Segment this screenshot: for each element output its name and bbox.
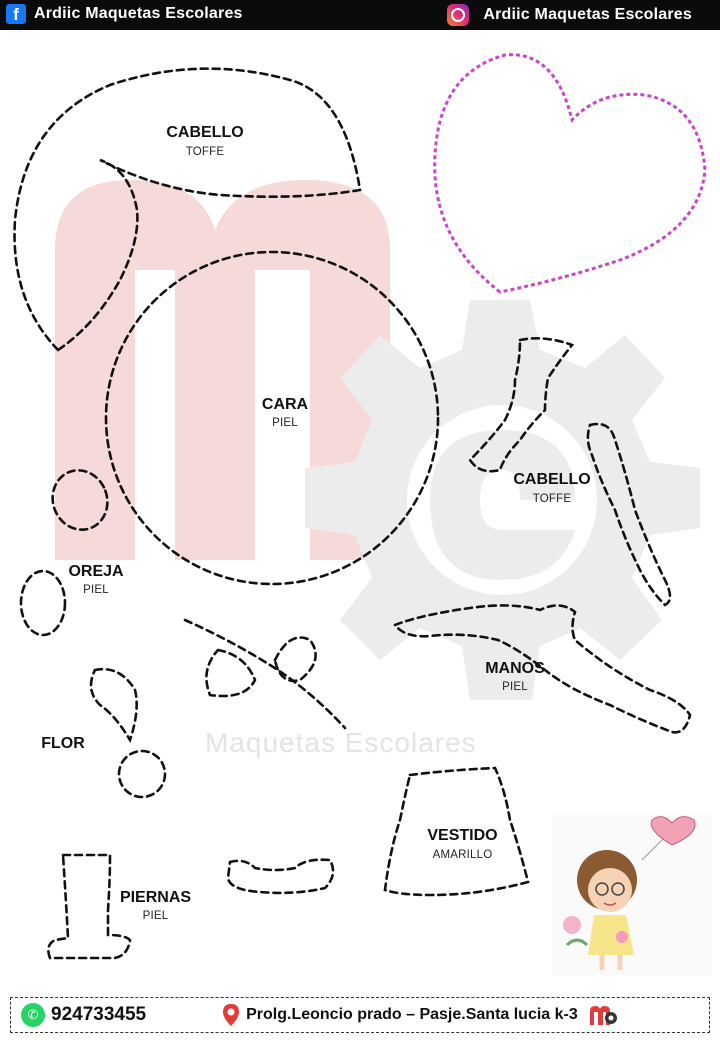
piernas-piece — [47, 853, 132, 960]
instagram-page-name: Ardiic Maquetas Escolares — [483, 6, 692, 23]
whatsapp-icon[interactable]: ✆ — [21, 1003, 45, 1027]
cabello-2-material: TOFFE — [532, 493, 572, 505]
cara-piece — [104, 250, 440, 586]
oreja-material: PIEL — [83, 584, 109, 596]
flor-petal — [89, 667, 138, 744]
cabello-piece-1 — [13, 67, 362, 352]
instagram-icon — [447, 4, 470, 26]
header-bar: f Ardiic Maquetas Escolares Ardiic Maque… — [0, 0, 720, 30]
cara-material: PIEL — [272, 417, 298, 429]
cabello-piece-2b — [586, 422, 672, 607]
flor-leaf-1 — [205, 648, 257, 698]
location-pin-icon — [223, 1004, 240, 1026]
vestido-material: AMARILLO — [432, 849, 493, 861]
facebook-brand[interactable]: f Ardiic Maquetas Escolares — [6, 4, 243, 24]
manos-label: MANOS — [485, 660, 545, 677]
watermark-logo — [55, 180, 700, 700]
instagram-brand[interactable]: Ardiic Maquetas Escolares — [447, 4, 692, 26]
template-canvas — [13, 53, 707, 960]
flor-stem — [183, 618, 347, 730]
contact-footer: ✆ 924733455 Prolg.Leoncio prado – Pasje.… — [10, 997, 710, 1033]
cara-label: CARA — [261, 396, 309, 413]
phone-number[interactable]: 924733455 — [51, 1004, 147, 1025]
flor-center — [117, 749, 167, 799]
oreja-piece-2 — [19, 569, 67, 637]
brand-logo-icon — [589, 1006, 617, 1025]
manos-piece — [392, 604, 692, 734]
vestido-piece — [383, 766, 530, 897]
flor-label: FLOR — [41, 735, 85, 752]
zapato-piece — [226, 858, 335, 895]
facebook-page-name: Ardiic Maquetas Escolares — [34, 5, 243, 22]
oreja-piece-1 — [51, 469, 109, 531]
cabello-piece-2a — [468, 337, 575, 473]
cabello-1-label: CABELLO — [166, 124, 244, 141]
oreja-label: OREJA — [68, 563, 124, 580]
cabello-1-material: TOFFE — [185, 146, 225, 158]
vestido-label: VESTIDO — [427, 827, 498, 844]
piernas-material: PIEL — [142, 910, 169, 922]
manos-material: PIEL — [502, 681, 528, 693]
facebook-icon: f — [6, 4, 26, 24]
watermark-text: Maquetas Escolares — [205, 727, 477, 758]
girl-illustration — [552, 815, 712, 975]
heart-piece — [433, 53, 707, 294]
address-text: Prolg.Leoncio prado – Pasje.Santa lucia … — [246, 1006, 578, 1023]
cabello-2-label: CABELLO — [513, 471, 591, 488]
piernas-label: PIERNAS — [119, 889, 192, 906]
flor-leaf-2 — [273, 636, 317, 683]
